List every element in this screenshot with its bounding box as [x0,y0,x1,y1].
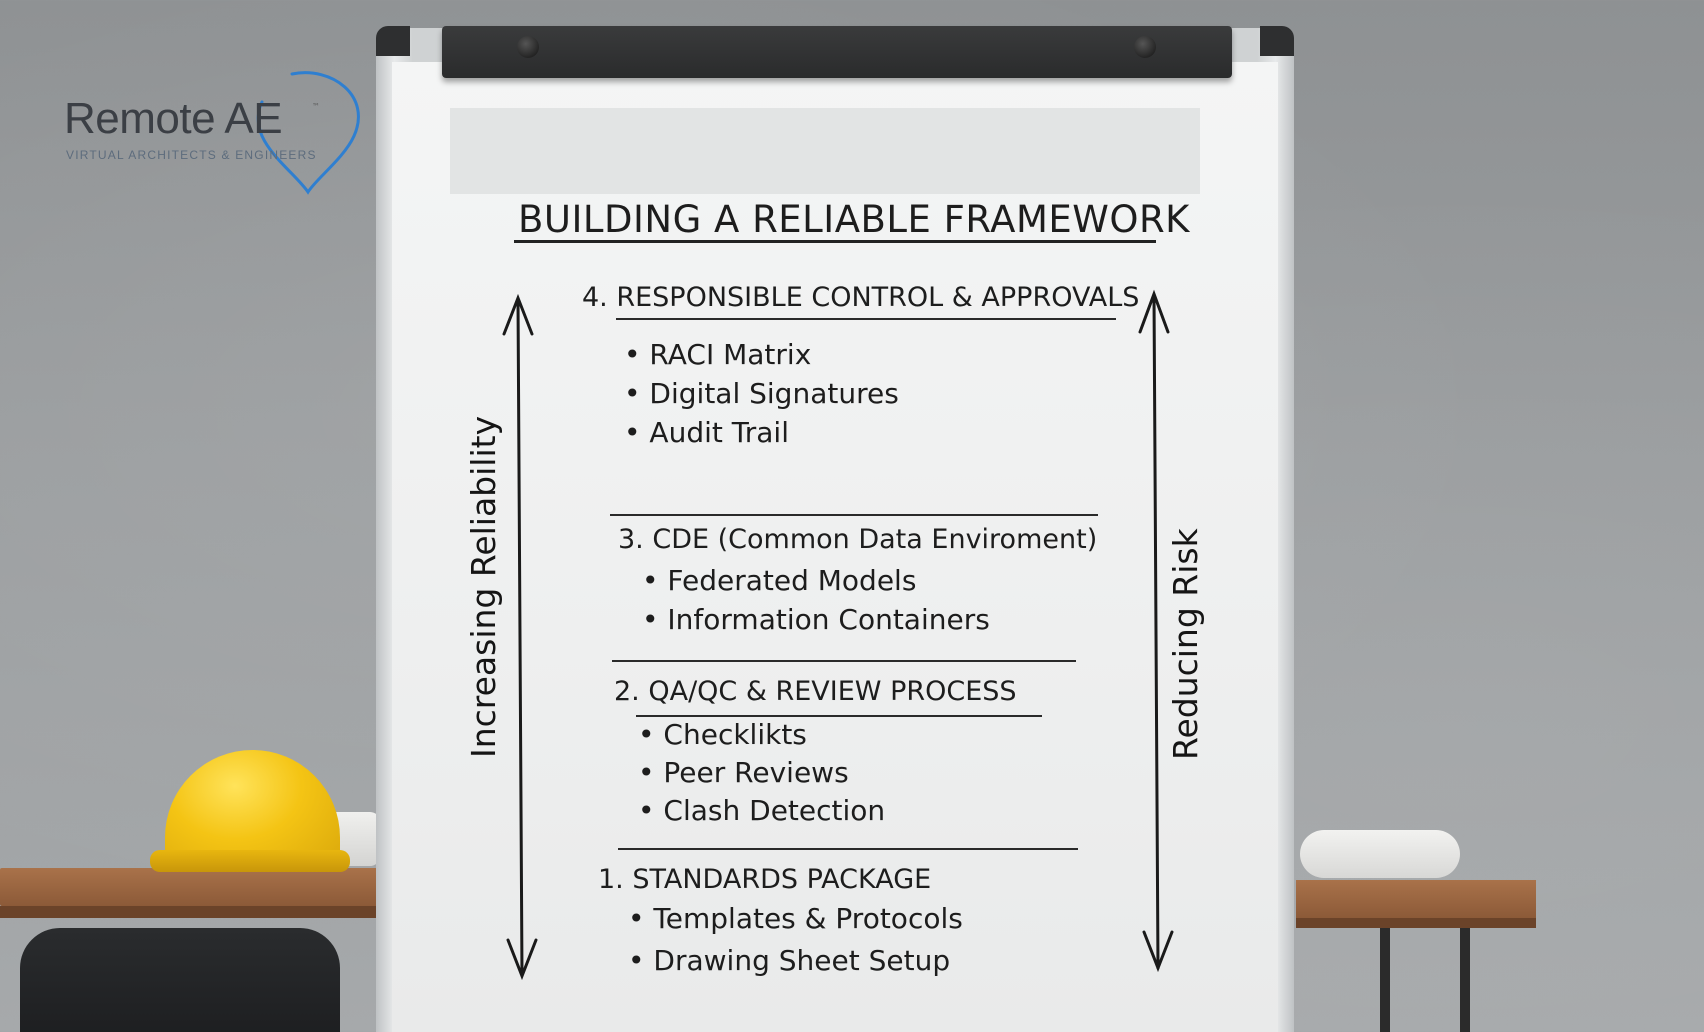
left-axis-label: Increasing Reliability [464,415,503,758]
list-item: • RACI Matrix [624,338,812,371]
hard-hat-brim [150,850,350,872]
list-item: • Checklikts [638,718,807,751]
list-item: • Digital Signatures [624,377,899,410]
section-underline [636,715,1042,717]
clamp-knob-right [1134,36,1156,58]
logo-name: Remote AE [64,94,283,143]
section-heading: 4. RESPONSIBLE CONTROL & APPROVALS [582,282,1140,313]
list-item: • Information Containers [642,603,990,636]
list-item: • Templates & Protocols [628,902,963,935]
frame-corner-left [376,26,410,56]
desk-left-edge [0,906,380,918]
section-divider [612,660,1076,662]
title-underline [514,240,1156,243]
office-chair [20,928,340,1032]
list-item: • Federated Models [642,564,917,597]
flipchart-clamp-bar [442,26,1232,78]
frame-corner-right [1260,26,1294,56]
right-axis-label: Reducing Risk [1166,528,1205,760]
desk-left [0,868,380,906]
desk-right-edge [1296,918,1536,928]
section-underline [616,318,1116,320]
section-heading: 1. STANDARDS PACKAGE [598,864,932,895]
section-heading: 2. QA/QC & REVIEW PROCESS [614,676,1017,707]
board-title: BUILDING A RELIABLE FRAMEWORK [518,198,1190,241]
desk-right [1296,880,1536,918]
list-item: • Clash Detection [638,794,886,827]
section-divider [610,514,1098,516]
clamp-knob-left [517,36,539,58]
logo-trademark: ™ [312,102,320,111]
location-pin-icon [256,71,360,195]
list-item: • Peer Reviews [638,756,849,789]
blueprint-rolls [1300,830,1460,878]
company-logo: Remote AE ™ VIRTUAL ARCHITECTS & ENGINEE… [62,66,362,196]
section-divider [618,848,1078,850]
desk-leg [1380,928,1390,1032]
paper-patch [450,108,1200,194]
logo-tagline: VIRTUAL ARCHITECTS & ENGINEERS [66,148,317,162]
list-item: • Drawing Sheet Setup [628,944,951,977]
list-item: • Audit Trail [624,416,789,449]
flipchart-paper [392,62,1278,1032]
desk-leg [1460,928,1470,1032]
section-heading: 3. CDE (Common Data Enviroment) [618,524,1098,555]
